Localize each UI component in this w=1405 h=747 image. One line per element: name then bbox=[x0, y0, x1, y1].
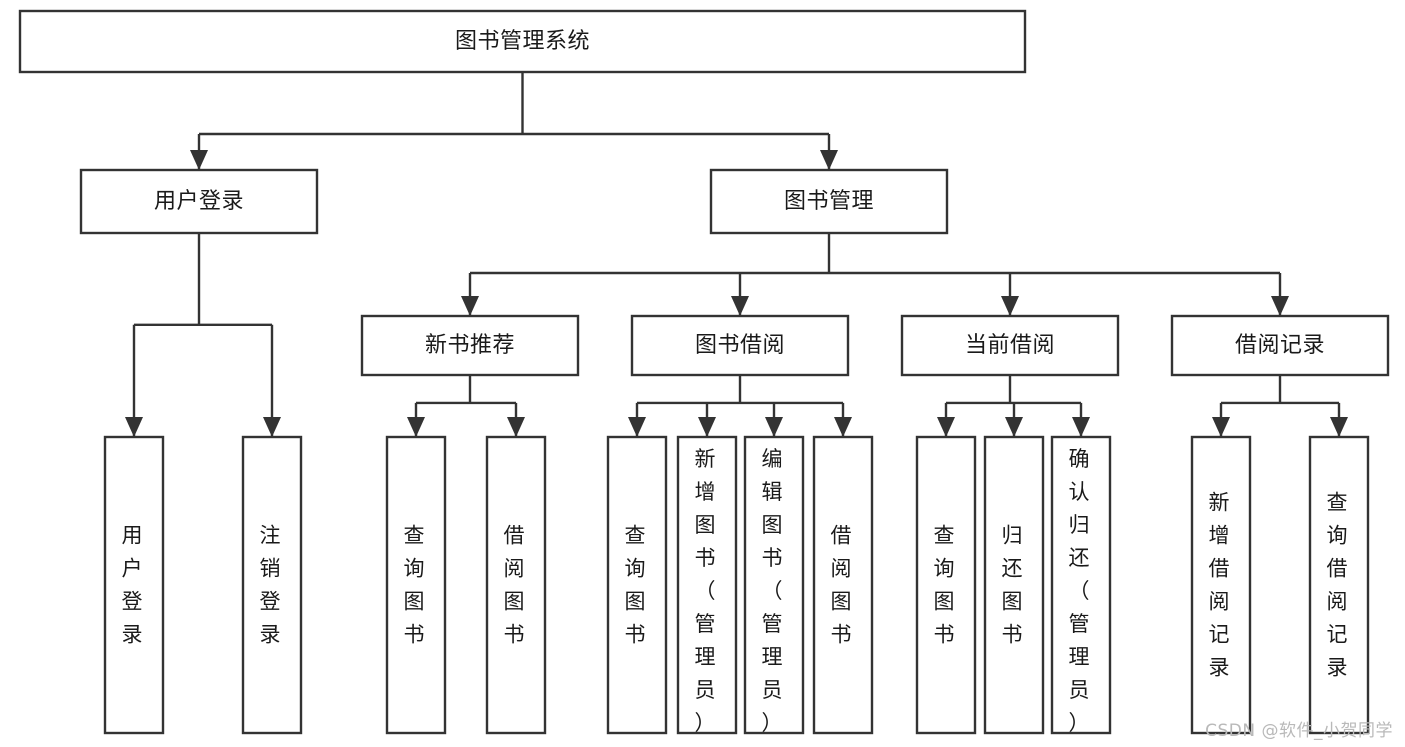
arrow-head-icon bbox=[1005, 417, 1023, 437]
edges-from-current-borrow bbox=[937, 375, 1090, 437]
node-label-book-borrow: 图书借阅 bbox=[695, 333, 785, 358]
node-label-book-management: 图书管理 bbox=[784, 189, 874, 214]
node-leaf-logout[interactable]: 注销登录 bbox=[241, 435, 303, 735]
csdn-watermark: CSDN @软件_小贺同学 bbox=[1205, 721, 1393, 741]
node-box-leaf-borrow-book bbox=[812, 435, 874, 735]
node-label-leaf-edit-book: 编辑图书（管理员） bbox=[762, 447, 787, 735]
node-box-user-login bbox=[79, 168, 319, 235]
arrow-head-icon bbox=[698, 417, 716, 437]
node-label-leaf-query-book-borrow: 查询图书 bbox=[625, 524, 650, 647]
edges-from-user-login bbox=[125, 233, 281, 437]
node-box-leaf-logout bbox=[241, 435, 303, 735]
node-leaf-add-book[interactable]: 新增图书（管理员） bbox=[676, 435, 738, 735]
node-box-leaf-return-book bbox=[983, 435, 1045, 735]
node-label-leaf-query-book-cur: 查询图书 bbox=[934, 524, 959, 647]
node-box-leaf-confirm-return bbox=[1050, 435, 1112, 735]
node-label-leaf-add-book: 新增图书（管理员） bbox=[695, 447, 720, 735]
node-user-login[interactable]: 用户登录 bbox=[79, 168, 319, 235]
node-borrow-records[interactable]: 借阅记录 bbox=[1170, 314, 1390, 377]
node-root[interactable]: 图书管理系统 bbox=[18, 9, 1027, 74]
node-leaf-borrow-book-rec[interactable]: 借阅图书 bbox=[485, 435, 547, 735]
nodes-layer: 图书管理系统用户登录图书管理新书推荐图书借阅当前借阅借阅记录用户登录注销登录查询… bbox=[18, 9, 1390, 735]
node-leaf-return-book[interactable]: 归还图书 bbox=[983, 435, 1045, 735]
node-box-new-book-recommend bbox=[360, 314, 580, 377]
node-new-book-recommend[interactable]: 新书推荐 bbox=[360, 314, 580, 377]
node-label-leaf-borrow-book-rec: 借阅图书 bbox=[504, 524, 529, 647]
arrow-head-icon bbox=[1330, 417, 1348, 437]
node-label-leaf-borrow-book: 借阅图书 bbox=[831, 524, 856, 647]
arrow-head-icon bbox=[190, 150, 208, 170]
node-leaf-user-login[interactable]: 用户登录 bbox=[103, 435, 165, 735]
connector-lines-layer bbox=[125, 72, 1348, 437]
arrow-head-icon bbox=[407, 417, 425, 437]
arrow-head-icon bbox=[937, 417, 955, 437]
node-box-leaf-query-book-cur bbox=[915, 435, 977, 735]
arrow-head-icon bbox=[461, 296, 479, 316]
arrow-head-icon bbox=[263, 417, 281, 437]
node-box-leaf-query-book-borrow bbox=[606, 435, 668, 735]
node-label-root: 图书管理系统 bbox=[455, 29, 590, 54]
arrow-head-icon bbox=[1271, 296, 1289, 316]
node-box-leaf-query-book-rec bbox=[385, 435, 447, 735]
edges-from-borrow-records bbox=[1212, 375, 1348, 437]
node-label-leaf-return-book: 归还图书 bbox=[1002, 524, 1027, 647]
node-leaf-query-book-borrow[interactable]: 查询图书 bbox=[606, 435, 668, 735]
node-label-leaf-add-borrow-record: 新增借阅记录 bbox=[1209, 491, 1234, 680]
node-label-leaf-logout: 注销登录 bbox=[260, 524, 285, 647]
node-book-management[interactable]: 图书管理 bbox=[709, 168, 949, 235]
node-box-root bbox=[18, 9, 1027, 74]
node-label-borrow-records: 借阅记录 bbox=[1235, 333, 1325, 358]
arrow-head-icon bbox=[1001, 296, 1019, 316]
node-label-user-login: 用户登录 bbox=[154, 189, 244, 214]
node-label-current-borrow: 当前借阅 bbox=[965, 333, 1055, 358]
node-box-leaf-borrow-book-rec bbox=[485, 435, 547, 735]
arrow-head-icon bbox=[507, 417, 525, 437]
arrow-head-icon bbox=[125, 417, 143, 437]
arrow-head-icon bbox=[834, 417, 852, 437]
edges-from-new-book-recommend bbox=[407, 375, 525, 437]
node-label-new-book-recommend: 新书推荐 bbox=[425, 333, 515, 358]
edges-from-root bbox=[190, 72, 838, 170]
edges-from-book-management bbox=[461, 233, 1289, 316]
node-box-leaf-user-login bbox=[103, 435, 165, 735]
node-box-current-borrow bbox=[900, 314, 1120, 377]
node-box-leaf-add-book bbox=[676, 435, 738, 735]
node-label-leaf-user-login: 用户登录 bbox=[122, 524, 147, 647]
node-box-leaf-add-borrow-record bbox=[1190, 435, 1252, 735]
node-label-leaf-confirm-return: 确认归还（管理员） bbox=[1069, 447, 1094, 735]
node-box-leaf-edit-book bbox=[743, 435, 805, 735]
arrow-head-icon bbox=[628, 417, 646, 437]
node-box-leaf-query-borrow-record bbox=[1308, 435, 1370, 735]
arrow-head-icon bbox=[820, 150, 838, 170]
node-leaf-edit-book[interactable]: 编辑图书（管理员） bbox=[743, 435, 805, 735]
node-leaf-confirm-return[interactable]: 确认归还（管理员） bbox=[1050, 435, 1112, 735]
node-leaf-borrow-book[interactable]: 借阅图书 bbox=[812, 435, 874, 735]
arrow-head-icon bbox=[1212, 417, 1230, 437]
node-leaf-query-borrow-record[interactable]: 查询借阅记录 bbox=[1308, 435, 1370, 735]
node-label-leaf-query-borrow-record: 查询借阅记录 bbox=[1327, 491, 1352, 680]
node-label-leaf-query-book-rec: 查询图书 bbox=[404, 524, 429, 647]
node-current-borrow[interactable]: 当前借阅 bbox=[900, 314, 1120, 377]
node-box-borrow-records bbox=[1170, 314, 1390, 377]
node-box-book-management bbox=[709, 168, 949, 235]
arrow-head-icon bbox=[765, 417, 783, 437]
node-box-book-borrow bbox=[630, 314, 850, 377]
edges-from-book-borrow bbox=[628, 375, 852, 437]
node-leaf-query-book-rec[interactable]: 查询图书 bbox=[385, 435, 447, 735]
node-book-borrow[interactable]: 图书借阅 bbox=[630, 314, 850, 377]
node-leaf-query-book-cur[interactable]: 查询图书 bbox=[915, 435, 977, 735]
node-leaf-add-borrow-record[interactable]: 新增借阅记录 bbox=[1190, 435, 1252, 735]
arrow-head-icon bbox=[731, 296, 749, 316]
arrow-head-icon bbox=[1072, 417, 1090, 437]
